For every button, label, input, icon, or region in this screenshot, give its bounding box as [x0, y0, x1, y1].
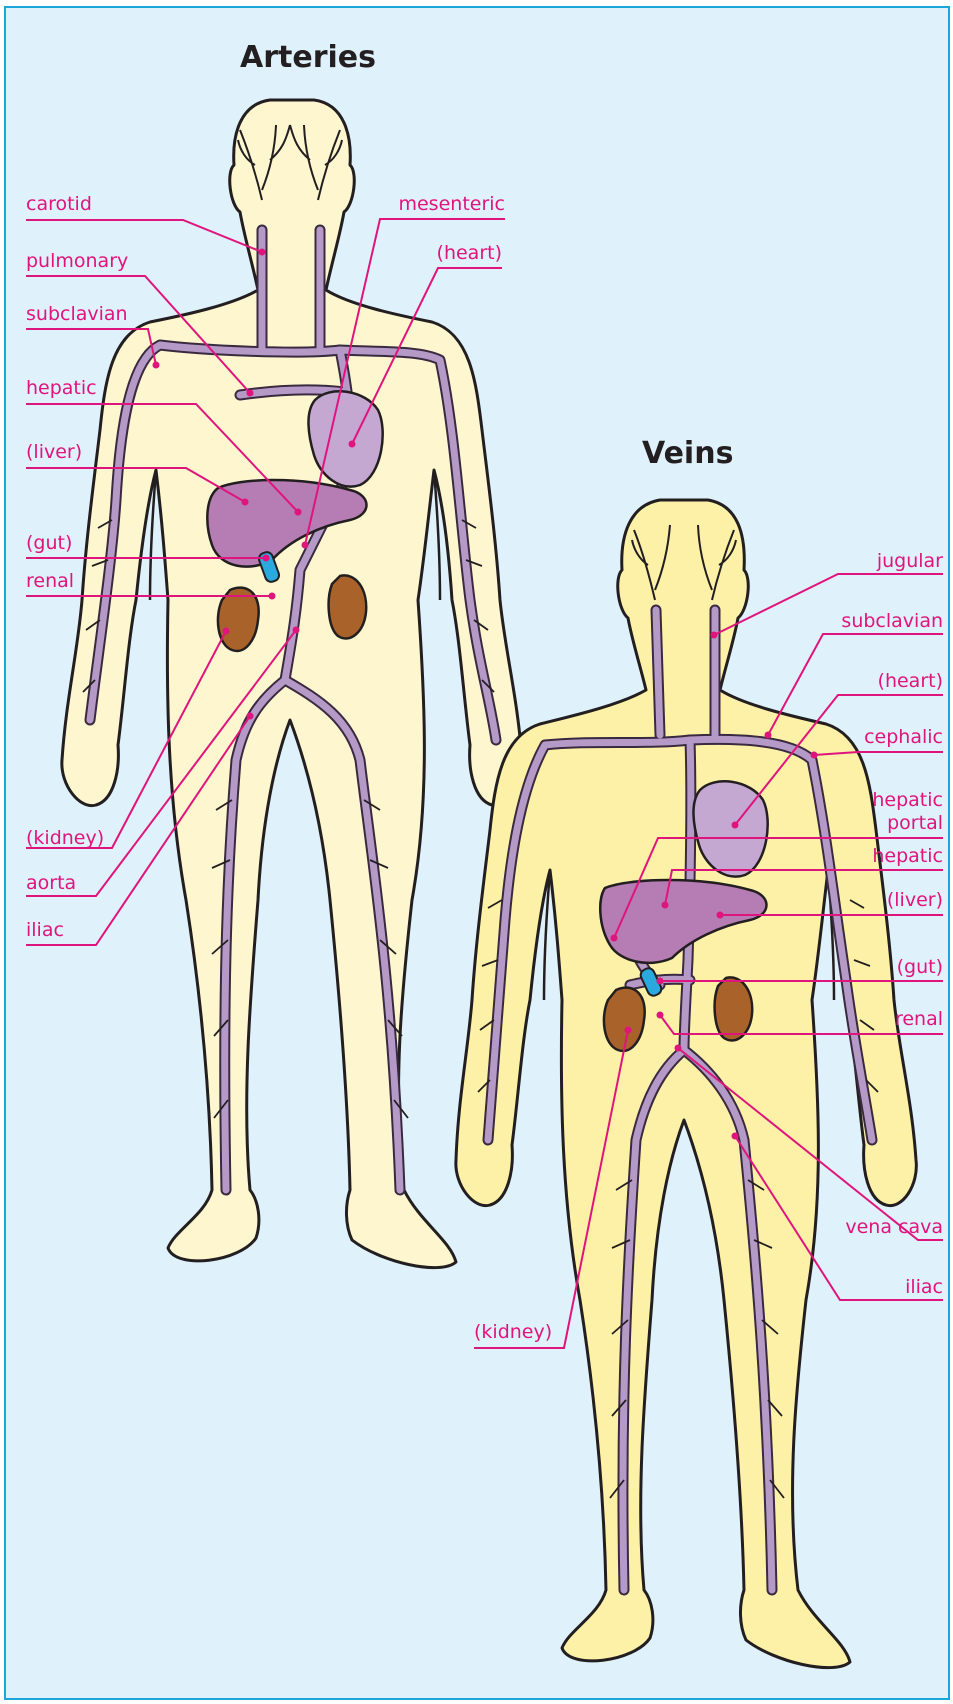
- label-jugular: jugular: [877, 550, 943, 572]
- label-pulmonary: pulmonary: [26, 250, 128, 272]
- label-renal-veins: renal: [895, 1008, 943, 1030]
- label-mesenteric: mesenteric: [398, 193, 505, 215]
- arteries-title: Arteries: [240, 40, 376, 75]
- label-hepatic-portal-line2: portal: [887, 812, 943, 834]
- label-vena-cava: vena cava: [845, 1216, 943, 1238]
- label-heart-veins: (heart): [878, 670, 943, 692]
- label-heart-arteries: (heart): [437, 242, 502, 264]
- label-renal-arteries: renal: [26, 570, 74, 592]
- label-liver-veins: (liver): [887, 889, 943, 911]
- label-liver-arteries: (liver): [26, 441, 82, 463]
- veins-title: Veins: [642, 436, 733, 471]
- veins-kidney-left: [604, 988, 645, 1051]
- label-kidney-veins: (kidney): [474, 1321, 552, 1343]
- label-iliac-veins: iliac: [905, 1276, 943, 1298]
- label-cephalic: cephalic: [864, 726, 943, 748]
- label-hepatic-portal-line1: hepatic: [872, 789, 943, 811]
- label-iliac-arteries: iliac: [26, 919, 64, 941]
- arteries-kidney-right: [329, 575, 367, 638]
- veins-kidney-right: [715, 977, 753, 1040]
- label-gut-veins: (gut): [897, 956, 943, 978]
- label-kidney-arteries: (kidney): [26, 827, 104, 849]
- label-subclavian-arteries: subclavian: [26, 303, 128, 325]
- label-subclavian-veins: subclavian: [841, 610, 943, 632]
- label-hepatic-arteries: hepatic: [26, 377, 97, 399]
- label-carotid: carotid: [26, 193, 92, 215]
- label-gut-arteries: (gut): [26, 532, 72, 554]
- label-hepatic-veins: hepatic: [872, 845, 943, 867]
- label-aorta: aorta: [26, 872, 76, 894]
- arteries-kidney-left: [218, 588, 259, 651]
